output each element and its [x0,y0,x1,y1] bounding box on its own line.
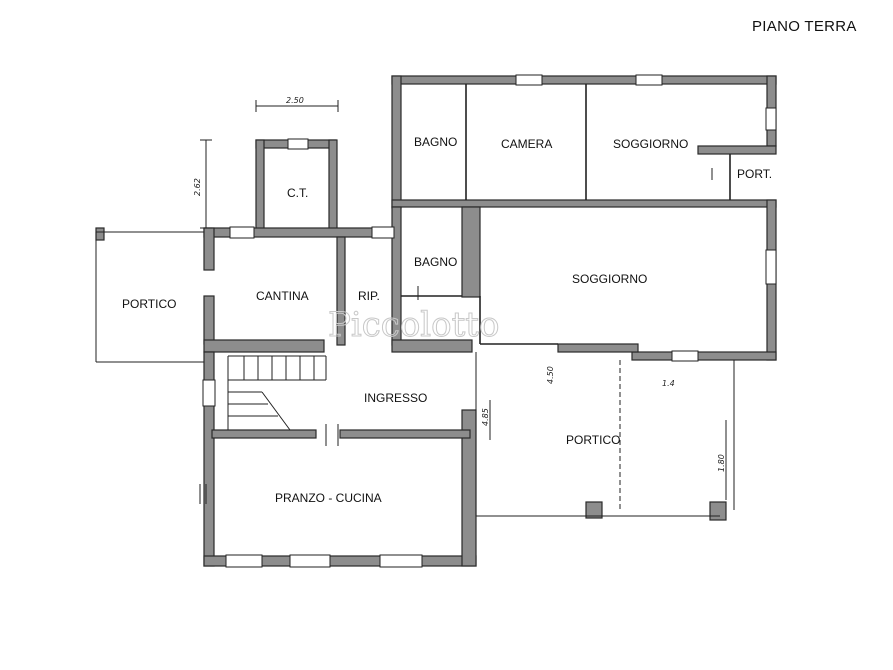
window-west-ingresso [202,379,216,407]
label-rip: RIP. [358,289,380,303]
stairs [227,355,327,431]
window-east-soggiorno [765,249,777,285]
wall-kitchen-top-right [339,429,471,439]
room-labels: BAGNO CAMERA SOGGIORNO PORT. C.T. BAGNO … [122,135,772,505]
wall-soggiorno-south-right [631,351,777,361]
label-portico-right: PORTICO [566,433,620,447]
wall-soggiorno-west [461,206,481,298]
dim-485: 4.85 [481,408,490,426]
label-cantina: CANTINA [256,289,309,303]
label-port-small: PORT. [737,167,772,181]
wall-top-north [391,75,777,85]
pillar-portico-2 [709,501,727,521]
label-ct: C.T. [287,186,308,200]
wall-soggiorno-south-mid [557,343,639,353]
wall-top-west [391,75,402,209]
dim-262: 2.62 [193,178,202,196]
window-kitchen-3 [379,554,423,568]
wall-ct-right [328,139,338,237]
dim-180: 1.80 [717,454,726,472]
label-ingresso: INGRESSO [364,391,427,405]
window-east-top [765,107,777,131]
window-kitchen-2 [289,554,331,568]
window-ct [287,138,309,150]
pillar-portico-1 [585,501,603,519]
wall-cantina-left-lower [203,295,215,345]
label-soggiorno-main: SOGGIORNO [572,272,647,286]
dim-250: 2.50 [286,96,304,105]
wall-kitchen-top-left [211,429,317,439]
label-camera: CAMERA [501,137,552,151]
wall-rip-left [336,236,346,346]
window-cantina-rip [371,226,395,239]
windows [202,74,777,568]
wall-cantina-left-upper [203,227,215,271]
label-bagno-mid: BAGNO [414,255,457,269]
dim-14: 1.4 [662,379,675,388]
window-kitchen-1 [225,554,263,568]
dimension-labels: 2.50 2.62 4.50 4.85 1.4 1.80 [193,96,726,472]
wall-top-south [391,199,777,208]
floor-title: PIANO TERRA [752,18,857,35]
label-soggiorno-top: SOGGIORNO [613,137,688,151]
label-bagno-top: BAGNO [414,135,457,149]
dim-450: 4.50 [546,366,555,384]
wall-ingresso-top [391,339,473,353]
window-camera [515,74,543,86]
wall-ct-left [255,139,265,237]
window-soggiorno-south [671,350,699,362]
label-portico-left: PORTICO [122,297,176,311]
pillar-portico-left [95,227,105,241]
window-soggiorno-top [635,74,663,86]
wall-port-top [697,145,777,155]
wall-cantina-bottom [203,339,325,353]
watermark-logo: Piccolotto [328,305,499,345]
label-pranzo-cucina: PRANZO - CUCINA [275,491,382,505]
window-cantina [229,226,255,239]
interior-lines [95,84,735,517]
